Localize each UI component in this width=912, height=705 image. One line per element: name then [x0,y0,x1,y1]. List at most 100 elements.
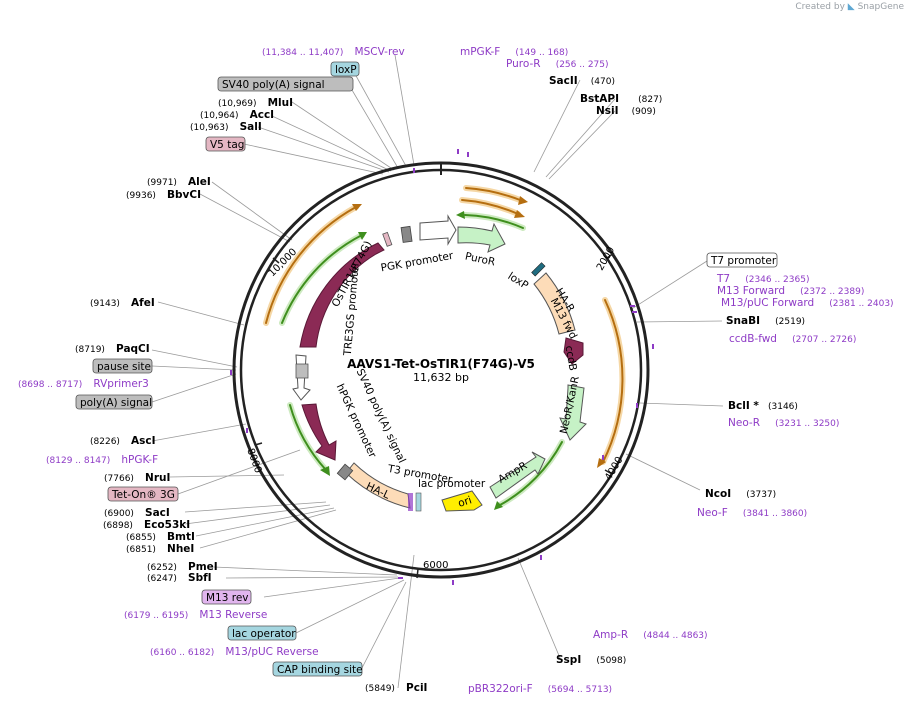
primer-hpgk-f: (8129 .. 8147) hPGK-F [46,448,158,467]
feature-label-ha-l: HA-L [364,480,391,501]
box-cap-binding-site [272,661,363,677]
primer-rvprimer3: (8698 .. 8717) RVprimer3 [18,372,149,391]
primer-neo-r: Neo-R (3231 .. 3250) [728,411,839,430]
enzyme-bcli: BclI * (3146) [728,394,798,413]
primer-m13-reverse: (6179 .. 6195) M13 Reverse [124,603,267,622]
primer-ccdb-fwd: ccdB-fwd (2707 .. 2726) [729,327,856,346]
enzyme-sspi: SspI (5098) [556,648,626,667]
orf-arrows [263,185,626,510]
feature-pgk-promoter [419,214,457,246]
plasmid-name: AAVS1-Tet-OsTIR1(F74G)-V5 [347,357,535,371]
box-loxp-label: loxP [335,64,357,76]
feature-label-lac-promoter: lac promoter [418,478,486,490]
box-cap-binding-site-label: CAP binding site [277,664,363,676]
box-pause-site [92,358,153,374]
feature-ostir1 [299,242,385,348]
box-sv40-polya-label: SV40 poly(A) signal [222,79,325,91]
feature-ha-l-mark [408,493,413,511]
primer-m13-puc-reverse: (6160 .. 6182) M13/pUC Reverse [150,640,319,659]
enzyme-nhei: (6851) NheI [126,537,194,556]
primer-mpgk-f: mPGK-F (149 .. 168) [460,40,568,59]
enzyme-eco53ki: (6898) Eco53kI [103,513,190,532]
feature-label-sv40-polya: SV40 poly(A) signal [354,367,408,465]
enzyme-acci: (10,964) AccI [200,103,274,122]
enzyme-bmti: (6855) BmtI [126,525,195,544]
primer-marks [230,149,654,585]
box-v5-tag-label: V5 tag [210,139,244,151]
feature-neor [559,384,587,441]
feature-ori [441,490,483,512]
leader-lines [151,54,724,689]
enzyme-sbfi: (6247) SbfI [147,566,212,585]
enzyme-sacii: SacII (470) [549,69,615,88]
credit-prefix: Created by [795,2,845,12]
feature-tet-small [336,463,354,481]
primer-labels: (11,384 .. 11,407) MSCV-rev mPGK-F (149 … [18,40,894,696]
enzyme-nrui: (7766) NruI [104,466,170,485]
feature-ampr [489,451,546,499]
enzyme-bbvci: (9936) BbvCI [126,183,201,202]
box-lac-operator-label: lac operator [232,628,296,640]
primer-pbr322ori-f: pBR322ori-F (5694 .. 5713) [468,677,612,696]
box-m13-rev [201,589,252,605]
feature-lac-mark [415,492,422,512]
box-lac-operator [227,625,297,641]
primer-mscv-rev: (11,384 .. 11,407) MSCV-rev [262,40,405,59]
snapgene-logo: ◣ [847,2,855,12]
enzyme-paqci: (8719) PaqCI [75,337,150,356]
feature-label-puror: PuroR [464,250,496,268]
box-loxp [330,61,360,77]
box-m13-rev-label: M13 rev [206,592,249,604]
primer-t7: T7 (2346 .. 2365) [716,267,809,286]
feature-polya-small [295,363,309,379]
box-v5-tag [205,136,246,152]
enzyme-pmei: (6252) PmeI [147,555,218,574]
feature-label-ccdb: ccdB [562,345,578,372]
box-tet-on-3g [107,486,179,502]
box-t7-promoter [706,252,778,268]
enzyme-bstapi: BstAPI (827) [580,87,662,106]
box-tet-on-3g-label: Tet-On® 3G [111,489,175,501]
enzyme-ncoi: NcoI (3737) [705,482,776,501]
feature-hpgk [301,403,337,461]
orf-arrow-top-1 [463,185,523,203]
tick-label-8000: 8000 [244,447,263,475]
tick-label-6000: 6000 [423,560,448,571]
feature-v5-small [382,231,393,247]
enzyme-labels: SacII (470) BstAPI (827) NsiI (909) SnaB… [75,69,805,695]
feature-label-ori: ori [457,494,474,510]
feature-label-pgk-promoter: PGK promoter [380,250,455,275]
feature-ccdb [563,337,584,365]
orf-arrow-top-2 [459,197,521,217]
box-t7-promoter-label: T7 promoter [710,255,777,267]
enzyme-pcii: (5849) PciI [365,676,427,695]
boxed-labels: loxP SV40 poly(A) signal V5 tag T7 promo… [75,61,778,677]
enzyme-mlui: (10,969) MluI [218,91,293,110]
enzyme-saci: (6900) SacI [104,501,170,520]
backbone-ring [232,161,650,579]
box-polya-label: poly(A) signal [80,397,152,409]
plasmid-size: 11,632 bp [413,371,469,384]
credit-brand: SnapGene [857,2,904,12]
feature-puror [457,222,506,253]
primer-m13-forward: M13 Forward (2372 .. 2389) [717,279,864,298]
primer-amp-r: Amp-R (4844 .. 4863) [593,623,708,642]
primer-m13-puc-forward: M13/pUC Forward (2381 .. 2403) [721,291,894,310]
enzyme-afei: (9143) AfeI [90,291,155,310]
snapgene-credit: Created by ◣ SnapGene [795,2,904,12]
feature-ha-r [533,272,576,335]
enzyme-alei: (9971) AleI [147,170,211,189]
primer-neo-f: Neo-F (3841 .. 3860) [697,501,807,520]
feature-label-loxp: loxP [506,270,531,292]
orf-arrowhead-top-1 [518,196,528,205]
enzyme-asci: (8226) AscI [90,429,156,448]
enzyme-sali: (10,963) SalI [190,115,262,134]
enzyme-snabi: SnaBI (2519) [726,309,805,328]
box-pause-site-label: pause site [97,361,151,373]
box-sv40-polya [217,76,354,92]
feature-loxp-right [531,262,546,277]
feature-loxp-small [400,225,413,243]
box-polya [75,394,153,410]
enzyme-nsii: NsiI (909) [596,99,656,118]
